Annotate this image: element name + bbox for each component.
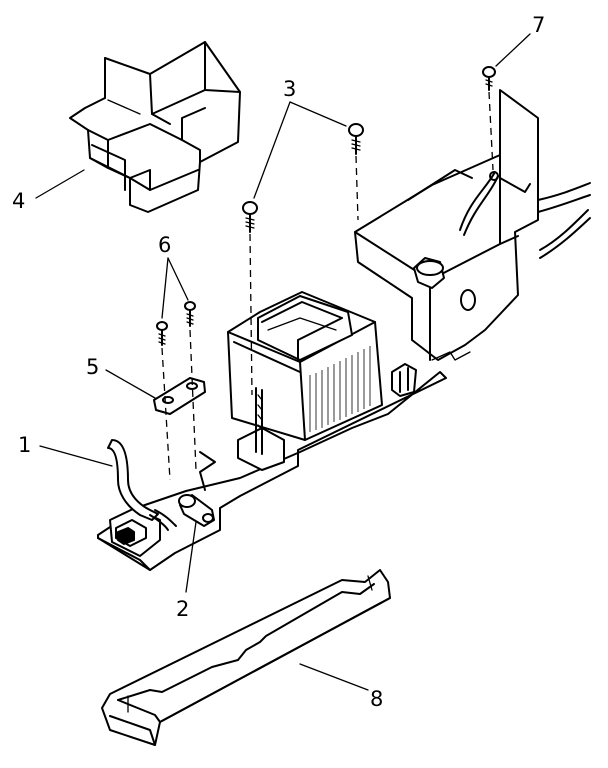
screw-6-right: [184, 301, 196, 327]
part-capacitor-housing: [354, 89, 591, 361]
transformer-core-hatch: [309, 346, 371, 432]
callout-5: 5: [86, 355, 99, 379]
screw-3-right: [348, 123, 364, 155]
callout-3: 3: [283, 77, 296, 101]
part-terminal-block: [391, 363, 417, 397]
callout-7: 7: [532, 13, 545, 37]
part-transformer: [227, 291, 383, 471]
callout-4: 4: [12, 189, 25, 213]
part-power-switch: [107, 439, 177, 557]
callout-2: 2: [176, 597, 189, 621]
screw-3-left: [242, 201, 258, 233]
assembly-guide-lines: [161, 91, 494, 481]
part-cord-clamp: [153, 377, 206, 415]
part-cover-cap: [69, 41, 241, 213]
callout-labels: 1 2 3 4 5 6 7 8: [12, 13, 545, 711]
screw-6-left: [156, 321, 168, 346]
part-base-tray: [101, 569, 391, 746]
screw-7: [482, 66, 496, 91]
callout-8: 8: [370, 687, 383, 711]
callout-6: 6: [158, 233, 171, 257]
part-fuse-holder: [178, 494, 215, 527]
leader-lines: [35, 33, 531, 691]
callout-1: 1: [18, 433, 31, 457]
part-main-plate: [97, 371, 447, 571]
